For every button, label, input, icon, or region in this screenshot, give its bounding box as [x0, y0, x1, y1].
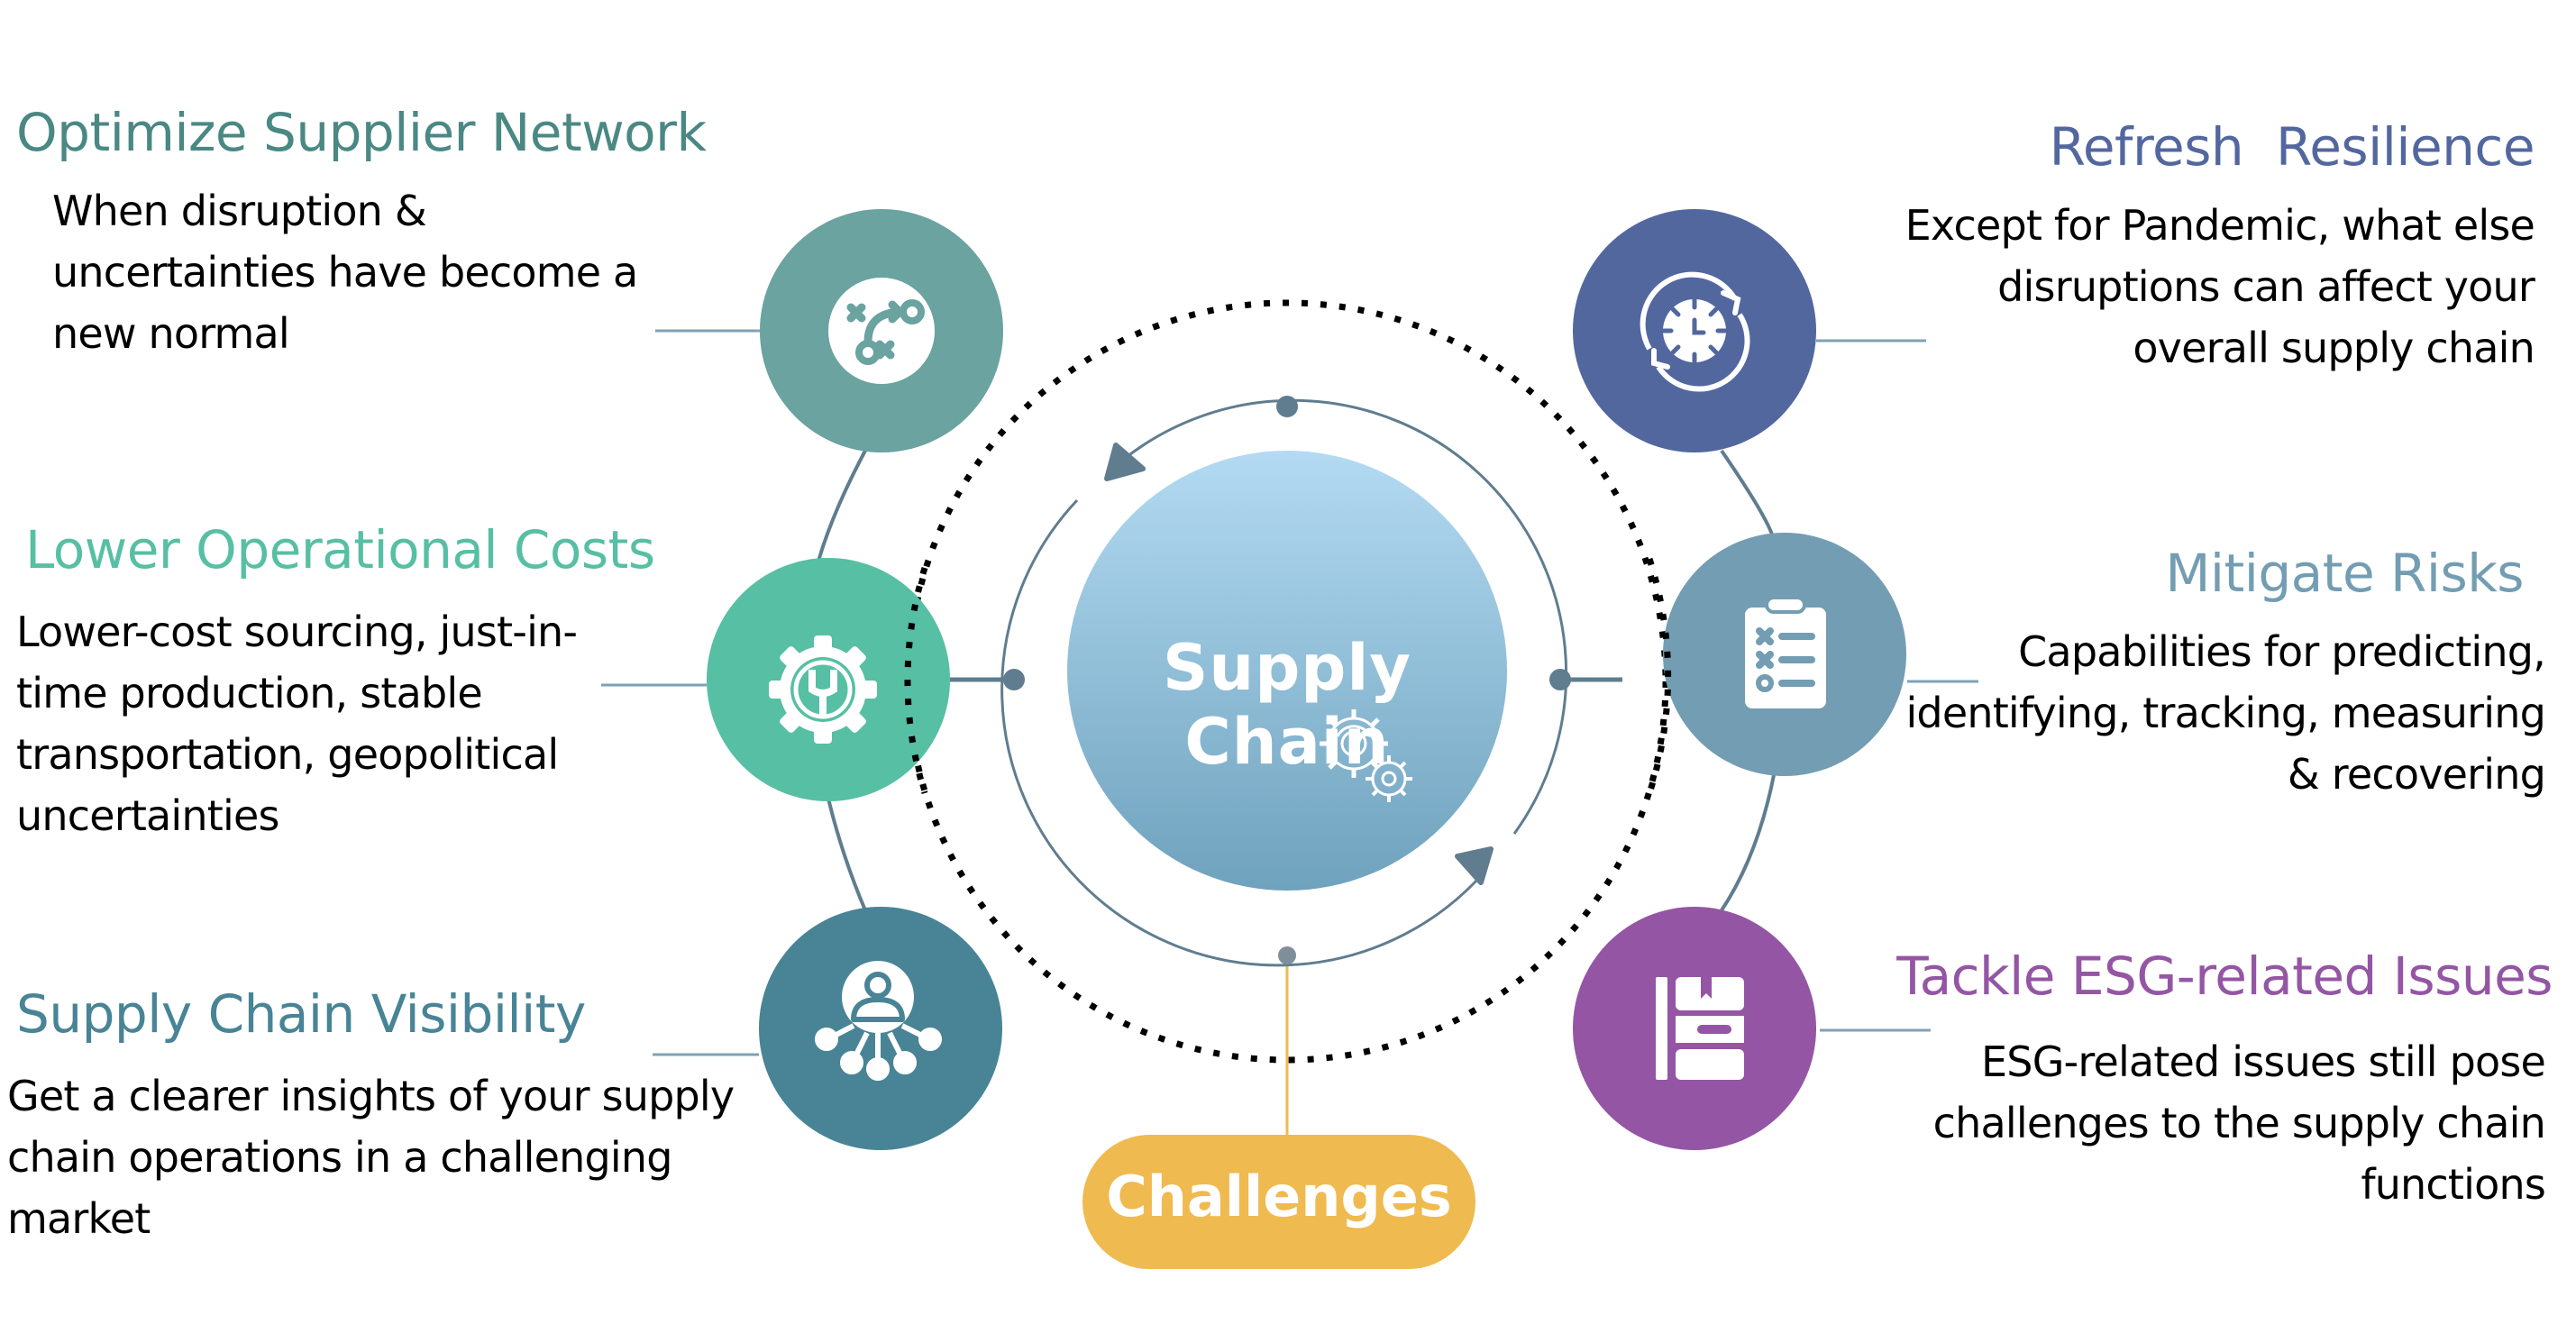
node-text-optimize-supplier-network: Optimize Supplier Network When disruptio… — [16, 101, 707, 364]
node-body-line: transportation, geopolitical — [16, 730, 559, 779]
node-title: Mitigate Risks — [2165, 543, 2524, 604]
node-body-line: Capabilities for predicting, — [2018, 627, 2546, 676]
user-network-icon — [815, 961, 942, 1081]
challenges-label: Challenges — [1106, 1164, 1452, 1229]
strategy-play-icon — [828, 278, 935, 384]
node-text-refresh-resilience: Refresh Resilience Except for Pandemic, … — [1905, 115, 2535, 379]
node-text-lower-operational-costs: Lower Operational Costs Lower-cost sourc… — [16, 518, 655, 846]
book-icon — [1656, 976, 1744, 1080]
dotted-ring-front-left — [904, 566, 928, 795]
node-text-mitigate-risks: Mitigate Risks Capabilities for predicti… — [1905, 542, 2545, 805]
node-title: Optimize Supplier Network — [16, 102, 707, 163]
node-body-line: & recovering — [2287, 750, 2546, 799]
inner-ring-arc-top — [1117, 398, 1568, 835]
ring-dot-left — [1003, 669, 1025, 690]
dotted-ring — [905, 299, 1669, 1064]
central-title: Supply Chain — [1162, 631, 1412, 779]
node-body-line: Get a clearer insights of your supply — [7, 1072, 735, 1120]
node-title: Supply Chain Visibility — [16, 983, 586, 1045]
node-body-line: Lower-cost sourcing, just-in- — [16, 608, 578, 656]
challenges-button[interactable]: Challenges — [1082, 1135, 1475, 1269]
node-body-line: chain operations in a challenging — [7, 1133, 672, 1182]
central-circle[interactable] — [1067, 451, 1507, 891]
ring-dot-bottom — [1278, 946, 1296, 964]
node-title: Tackle ESG-related Issues — [1896, 946, 2553, 1007]
clock-refresh-icon — [1640, 271, 1750, 392]
node-body-line: challenges to the supply chain — [1932, 1099, 2546, 1147]
node-body-line: uncertainties — [16, 791, 279, 840]
node-body-line: time production, stable — [16, 669, 483, 717]
node-body-line: ESG-related issues still pose — [1981, 1037, 2546, 1086]
node-body-line: functions — [2361, 1160, 2545, 1209]
node-body-line: disruptions can affect your — [1997, 262, 2535, 311]
gear-wrench-icon — [769, 635, 877, 744]
node-body-line: market — [7, 1194, 151, 1243]
arrow-head-bottom-right — [1455, 846, 1494, 885]
dotted-ring-front-right — [1646, 557, 1672, 795]
arrow-head-top-left — [1104, 443, 1146, 481]
gears-icon — [1320, 709, 1412, 802]
ring-dot-right — [1549, 669, 1571, 690]
node-body-line: When disruption & — [52, 187, 427, 235]
clipboard-checklist-icon — [1745, 596, 1826, 708]
ring-dot-top — [1276, 396, 1298, 417]
node-text-tackle-esg-related-issues: Tackle ESG-related Issues ESG-related is… — [1896, 945, 2553, 1215]
inner-ring-arc-bottom — [1000, 498, 1480, 967]
node-body-line: Except for Pandemic, what else — [1905, 201, 2535, 250]
node-title: Lower Operational Costs — [25, 519, 655, 580]
node-title: Refresh Resilience — [2049, 116, 2535, 178]
node-body-line: uncertainties have become a — [52, 248, 638, 297]
node-body-line: new normal — [52, 309, 290, 358]
node-body-line: identifying, tracking, measuring — [1905, 689, 2545, 737]
node-text-supply-chain-visibility: Supply Chain Visibility Get a clearer in… — [7, 982, 735, 1249]
node-body-line: overall supply chain — [2133, 324, 2535, 372]
